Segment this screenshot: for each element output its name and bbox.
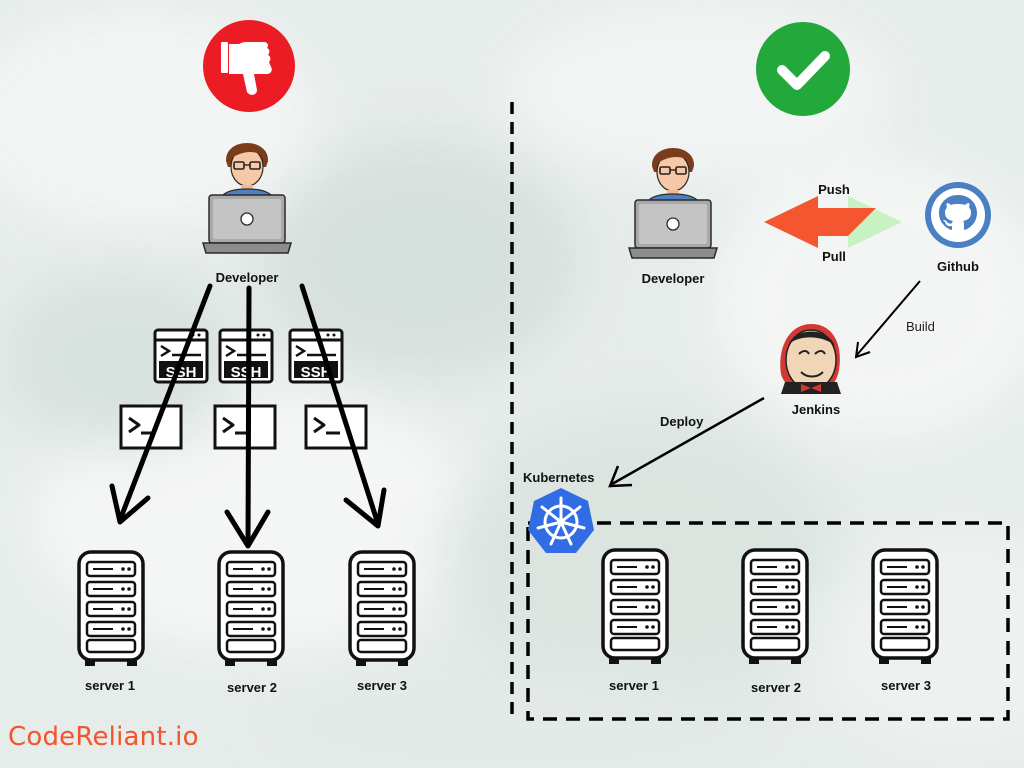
ssh-icon: SSH bbox=[218, 328, 274, 384]
server-rack-2 bbox=[741, 548, 809, 666]
ssh-icon: SSH bbox=[288, 328, 344, 384]
push-pull-arrows bbox=[764, 196, 902, 248]
server-label: server 2 bbox=[227, 680, 277, 695]
checkmark-icon bbox=[756, 22, 850, 116]
terminal-icon bbox=[213, 404, 277, 450]
push-label: Push bbox=[818, 182, 850, 197]
server-rack-3 bbox=[871, 548, 939, 666]
terminal-icon bbox=[304, 404, 368, 450]
jenkins-icon bbox=[780, 324, 841, 394]
deploy-arrow bbox=[608, 396, 765, 488]
server-label: server 3 bbox=[357, 678, 407, 693]
kubernetes-cluster-boundary bbox=[526, 521, 1010, 721]
left-panel: Developer SSH SSH SSH bbox=[77, 20, 416, 695]
jenkins-label: Jenkins bbox=[792, 402, 840, 417]
build-label: Build bbox=[906, 319, 935, 334]
server-rack-3 bbox=[348, 550, 416, 668]
server-label: server 1 bbox=[85, 678, 135, 693]
right-panel: Developer Push Pull Github Build bbox=[523, 22, 1010, 721]
kubernetes-icon bbox=[528, 488, 594, 553]
server-rack-1 bbox=[601, 548, 669, 666]
svg-text:SSH: SSH bbox=[301, 364, 332, 381]
developer-avatar-right bbox=[628, 147, 718, 259]
build-arrow bbox=[854, 280, 921, 359]
ssh-arrow-server-3 bbox=[299, 283, 381, 527]
thumbs-down-icon bbox=[203, 20, 295, 112]
pull-label: Pull bbox=[822, 249, 846, 264]
developer-label-left: Developer bbox=[216, 270, 279, 285]
deploy-label: Deploy bbox=[660, 414, 704, 429]
ssh-arrow-server-1 bbox=[117, 283, 213, 523]
developer-label-right: Developer bbox=[642, 271, 705, 286]
github-label: Github bbox=[937, 259, 979, 274]
svg-text:SSH: SSH bbox=[231, 364, 262, 381]
server-label: server 1 bbox=[609, 678, 659, 693]
developer-avatar-left bbox=[202, 142, 292, 254]
server-label: server 2 bbox=[751, 680, 801, 695]
server-rack-1 bbox=[77, 550, 145, 668]
server-label: server 3 bbox=[881, 678, 931, 693]
ssh-arrow-server-2 bbox=[245, 285, 252, 547]
github-icon bbox=[925, 182, 991, 248]
brand-logo-text: CodeReliant.io bbox=[8, 722, 199, 752]
kubernetes-label: Kubernetes bbox=[523, 470, 595, 485]
server-rack-2 bbox=[217, 550, 285, 668]
